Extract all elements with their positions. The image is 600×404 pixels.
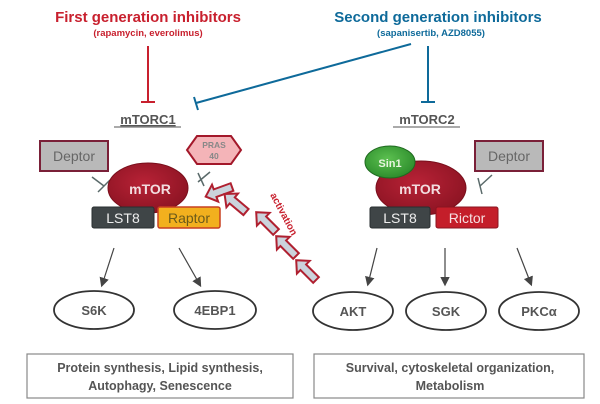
arrow-to-4ebp1 xyxy=(178,247,202,288)
rictor-node: Rictor xyxy=(435,206,499,229)
mtorc1-lst8-node: LST8 xyxy=(91,206,155,229)
mtorc1-label: mTORC1 xyxy=(120,112,175,127)
target-sgk-label: SGK xyxy=(432,304,461,319)
activation-arrows: activation xyxy=(204,181,321,285)
arrow-to-s6k xyxy=(99,247,115,288)
activation-arrow xyxy=(275,235,301,261)
target-4ebp1-label: 4EBP1 xyxy=(194,303,235,318)
mtorc2-target-arrows xyxy=(365,247,533,287)
second-gen-to-mtorc2-edge xyxy=(421,46,435,103)
activation-arrow xyxy=(223,192,250,217)
target-s6k: S6K xyxy=(53,290,135,330)
activation-arrow xyxy=(295,259,321,285)
arrow-to-pkca xyxy=(516,247,533,287)
target-akt: AKT xyxy=(312,291,394,331)
second-gen-to-mtorc1-edge xyxy=(193,43,412,111)
mtorc1-deptor-label: Deptor xyxy=(53,148,95,164)
target-sgk: SGK xyxy=(405,291,487,331)
target-4ebp1: 4EBP1 xyxy=(173,290,257,330)
mtorc1-mtor-node: mTOR xyxy=(107,162,189,214)
first-gen-inhibition-edge xyxy=(141,46,155,103)
sin1-label: Sin1 xyxy=(378,158,401,170)
pras40-label-line2: 40 xyxy=(209,151,219,161)
mtorc2-lst8-label: LST8 xyxy=(383,210,417,226)
second-gen-title: Second generation inhibitors xyxy=(334,9,542,26)
mtorc2-complex: mTOR Sin1 Deptor LST8 Rictor xyxy=(364,140,544,229)
target-akt-label: AKT xyxy=(340,304,367,319)
rictor-label: Rictor xyxy=(449,210,486,226)
mtorc1-target-arrows xyxy=(99,247,202,288)
mtorc1-mtor-label: mTOR xyxy=(129,181,171,197)
arrow-to-akt xyxy=(365,247,378,287)
mtorc1-deptor-node: Deptor xyxy=(39,140,109,172)
mtorc2-deptor-inhibition xyxy=(477,174,493,195)
mtorc2-functions-line2: Metabolism xyxy=(416,379,485,393)
mtorc2-deptor-label: Deptor xyxy=(488,148,530,164)
raptor-label: Raptor xyxy=(168,210,210,226)
activation-arrow xyxy=(204,181,235,204)
mtorc1-lst8-label: LST8 xyxy=(106,210,140,226)
mtorc1-complex: Deptor PRAS 40 mTOR LST8 Ra xyxy=(39,135,243,229)
mtorc2-label: mTORC2 xyxy=(399,112,454,127)
mtorc2-deptor-node: Deptor xyxy=(474,140,544,172)
mtorc2-lst8-node: LST8 xyxy=(369,206,431,229)
second-gen-examples: (sapanisertib, AZD8055) xyxy=(377,28,485,39)
pras40-node: PRAS 40 xyxy=(185,135,243,165)
sin1-node: Sin1 xyxy=(364,145,416,179)
pras40-label-line1: PRAS xyxy=(202,140,226,150)
raptor-node: Raptor xyxy=(157,206,221,229)
mtorc1-deptor-inhibition xyxy=(91,176,111,193)
mtorc2-functions-line1: Survival, cytoskeletal organization, xyxy=(346,361,554,375)
mtorc2-mtor-label: mTOR xyxy=(399,181,441,197)
mtorc1-functions-line1: Protein synthesis, Lipid synthesis, xyxy=(57,361,263,375)
target-pkca-label: PKCα xyxy=(521,304,556,319)
first-gen-examples: (rapamycin, everolimus) xyxy=(93,28,202,39)
mtorc1-functions-line2: Autophagy, Senescence xyxy=(88,379,232,393)
mtorc1-functions-box: Protein synthesis, Lipid synthesis, Auto… xyxy=(26,353,294,399)
activation-arrow xyxy=(255,211,281,237)
first-gen-title: First generation inhibitors xyxy=(55,9,241,26)
target-s6k-label: S6K xyxy=(81,303,107,318)
mtorc2-functions-box: Survival, cytoskeletal organization, Met… xyxy=(313,353,585,399)
target-pkca: PKCα xyxy=(498,291,580,331)
pras40-inhibition xyxy=(197,171,211,187)
